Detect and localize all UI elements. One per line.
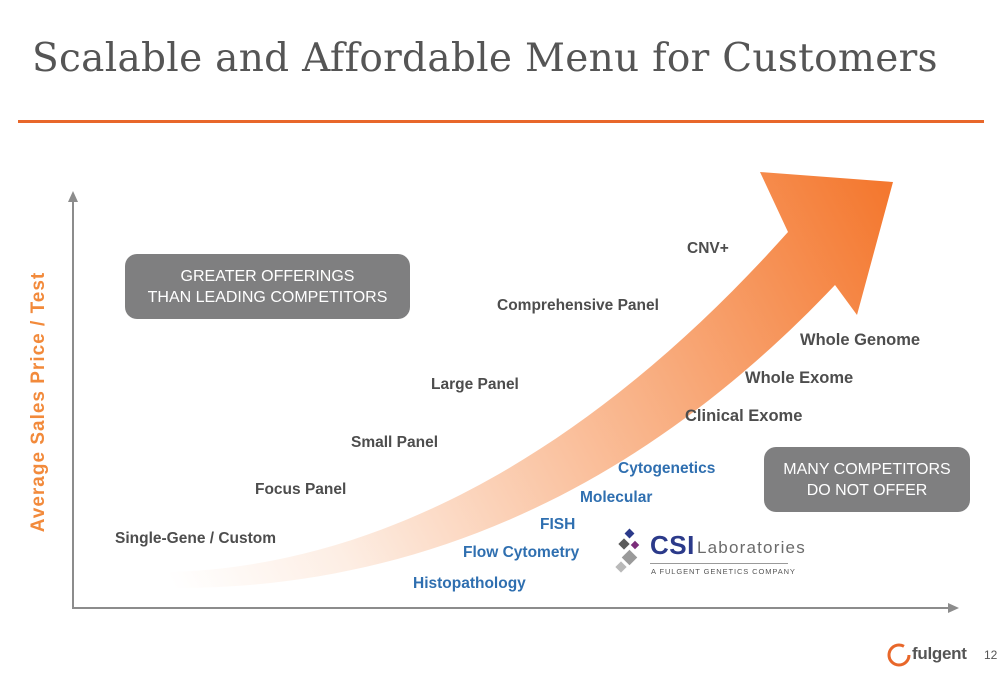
callout-left-line-1: GREATER OFFERINGS [180, 268, 355, 285]
csi-logo-rule [650, 563, 788, 564]
fulgent-brand-name: fulgent [912, 644, 967, 663]
label-flow-cytometry: Flow Cytometry [463, 544, 580, 561]
csi-logo-name: CSI [650, 530, 695, 560]
y-axis [72, 200, 74, 608]
callout-competitors-do-not-offer: MANY COMPETITORS DO NOT OFFER [764, 447, 970, 512]
fulgent-logo: fulgent [886, 638, 976, 672]
label-whole-genome: Whole Genome [800, 331, 921, 349]
title-divider [18, 120, 984, 123]
callout-right-line-1: MANY COMPETITORS [783, 461, 951, 478]
callout-left-line-2: THAN LEADING COMPETITORS [147, 289, 388, 306]
csi-diamond-icon [615, 528, 640, 573]
page-title: Scalable and Affordable Menu for Custome… [32, 36, 938, 81]
csi-logo-suffix: Laboratories [697, 538, 806, 557]
label-small-panel: Small Panel [351, 434, 439, 451]
callout-greater-offerings: GREATER OFFERINGS THAN LEADING COMPETITO… [125, 254, 410, 319]
x-axis [72, 607, 950, 609]
label-histopathology: Histopathology [413, 575, 526, 592]
fulgent-ring-icon [887, 643, 911, 667]
label-comprehensive-panel: Comprehensive Panel [497, 297, 659, 314]
csi-logo-tagline: A FULGENT GENETICS COMPANY [651, 567, 796, 576]
label-large-panel: Large Panel [431, 376, 519, 393]
label-single-gene: Single-Gene / Custom [115, 530, 277, 547]
csi-laboratories-logo: CSI Laboratories A FULGENT GENETICS COMP… [614, 528, 805, 580]
callout-right-line-2: DO NOT OFFER [806, 482, 928, 499]
x-axis-arrowhead [948, 603, 959, 613]
y-axis-arrowhead [68, 191, 78, 202]
label-focus-panel: Focus Panel [255, 481, 347, 498]
label-clinical-exome: Clinical Exome [685, 407, 803, 425]
y-axis-label: Average Sales Price / Test [28, 271, 49, 533]
label-molecular: Molecular [580, 489, 653, 506]
page-number: 12 [984, 648, 998, 662]
label-cytogenetics: Cytogenetics [618, 460, 716, 477]
label-whole-exome: Whole Exome [745, 369, 854, 387]
label-fish: FISH [540, 516, 576, 533]
label-cnv-plus: CNV+ [687, 240, 729, 257]
